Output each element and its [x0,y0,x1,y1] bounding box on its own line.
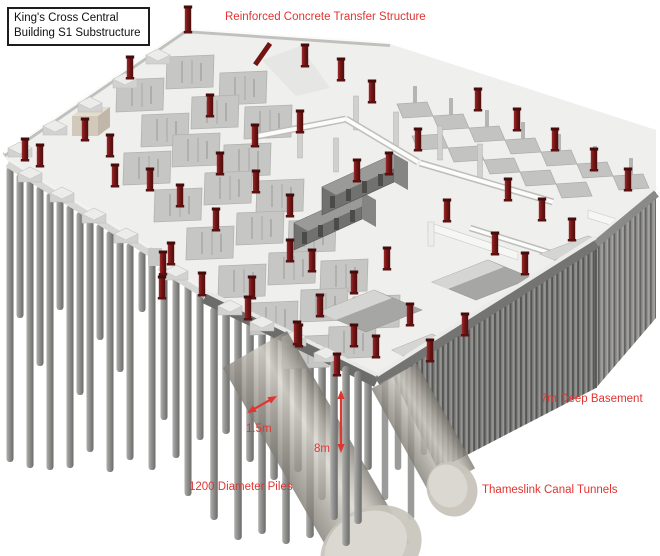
dim-basement-depth: 8m [314,443,330,455]
core-walls [293,153,408,251]
label-transfer-structure: Reinforced Concrete Transfer Structure [225,11,426,23]
dim-pile-spacing: 1.5m [246,423,272,435]
title-box: King's Cross Central Building S1 Substru… [7,7,150,47]
label-deep-basement: 7m Deep Basement [541,393,643,405]
canal-tunnels [222,330,478,556]
dimension-arrows [247,390,345,453]
title-line-1: King's Cross Central [14,12,119,24]
label-canal-tunnels: Thameslink Canal Tunnels [482,484,618,496]
label-diameter-piles: 1200 Diameter Piles [189,481,293,493]
transfer-columns [20,5,633,377]
title-line-2: Building S1 Substructure [14,27,141,40]
front-piles [330,361,362,546]
